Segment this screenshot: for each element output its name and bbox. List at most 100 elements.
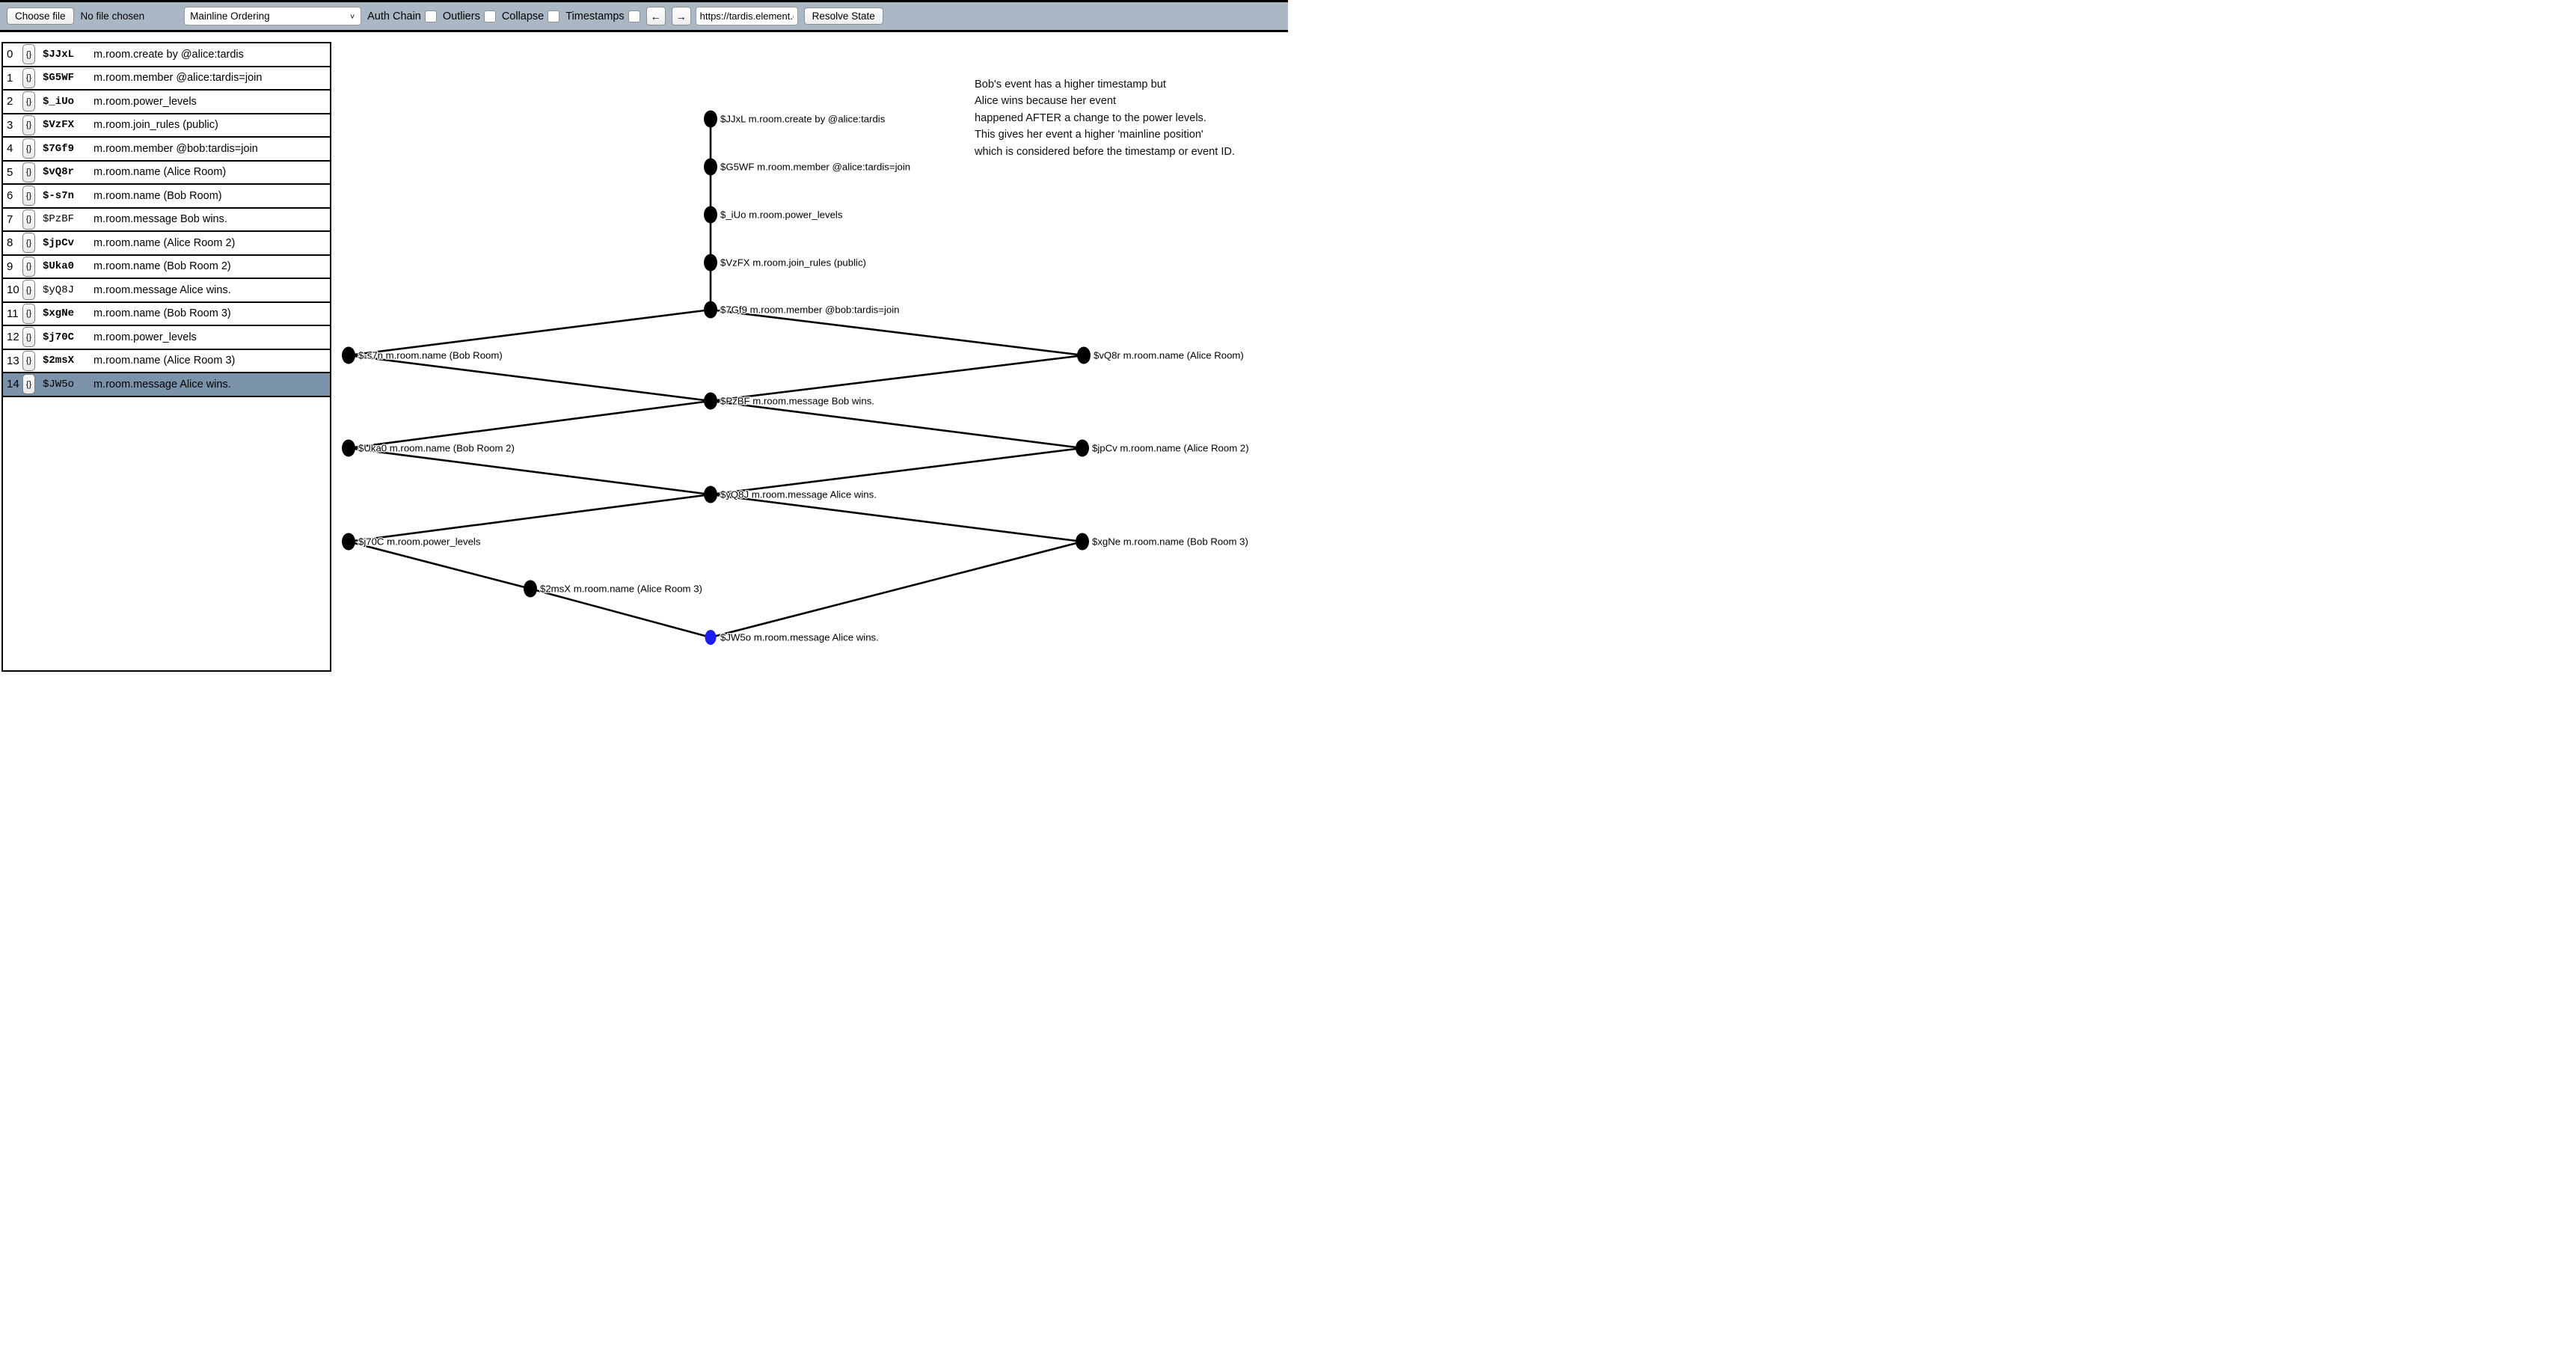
event-index: 11 [7, 307, 19, 320]
json-braces-button[interactable]: {} [22, 350, 35, 371]
outliers-label: Outliers [442, 10, 480, 22]
event-id: $2msX [43, 355, 75, 367]
timestamps-checkbox[interactable] [628, 10, 640, 22]
json-braces-button[interactable]: {} [22, 91, 35, 112]
event-description: m.room.create by @alice:tardis [93, 48, 244, 61]
dag-edge [348, 308, 711, 357]
dag-node[interactable] [524, 580, 537, 598]
event-index: 4 [7, 142, 13, 156]
dag-node[interactable] [1076, 439, 1089, 457]
auth-chain-label: Auth Chain [367, 10, 421, 22]
timestamps-label: Timestamps [565, 10, 625, 22]
collapse-checkbox[interactable] [548, 10, 560, 22]
dag-edge [348, 493, 711, 543]
event-id: $j70C [43, 331, 75, 343]
dag-node[interactable] [1076, 533, 1089, 551]
event-id: $vQ8r [43, 166, 75, 179]
json-braces-button[interactable]: {} [22, 233, 35, 254]
dag-edge [710, 447, 1083, 496]
dag-node[interactable] [704, 301, 717, 319]
json-braces-button[interactable]: {} [22, 209, 35, 230]
event-row[interactable]: 3 {} $VzFX m.room.join_rules (public) [3, 114, 330, 138]
event-row[interactable]: 4 {} $7Gf9 m.room.member @bob:tardis=joi… [3, 138, 330, 162]
dag-node[interactable] [704, 254, 717, 272]
event-row[interactable]: 14 {} $JW5o m.room.message Alice wins. [3, 373, 330, 397]
event-id: $_iUo [43, 95, 75, 108]
dag-edge [348, 540, 531, 590]
event-index: 7 [7, 212, 13, 226]
event-row[interactable]: 8 {} $jpCv m.room.name (Alice Room 2) [3, 232, 330, 256]
event-index: 13 [7, 354, 19, 367]
dag-node[interactable] [1077, 346, 1091, 364]
event-index: 1 [7, 71, 13, 85]
resolve-state-button[interactable]: Resolve State [803, 7, 883, 25]
dag-node[interactable] [704, 392, 717, 410]
json-braces-button[interactable]: {} [22, 374, 35, 395]
json-braces-button[interactable]: {} [22, 186, 35, 206]
annotation-line: which is considered before the timestamp… [975, 145, 1235, 158]
json-braces-button[interactable]: {} [22, 67, 35, 88]
choose-file-button[interactable]: Choose file [7, 7, 74, 25]
event-id: $-s7n [43, 189, 75, 202]
event-index: 6 [7, 189, 13, 203]
file-status-text: No file chosen [80, 10, 145, 22]
dag-edge [710, 399, 1083, 450]
json-braces-button[interactable]: {} [22, 44, 35, 65]
event-row[interactable]: 11 {} $xgNe m.room.name (Bob Room 3) [3, 303, 330, 326]
explanation-annotation: Bob's event has a higher timestamp but A… [975, 76, 1235, 160]
json-braces-button[interactable]: {} [22, 114, 35, 135]
toolbar: Choose file No file chosen Mainline Orde… [0, 2, 1288, 32]
event-row[interactable]: 2 {} $_iUo m.room.power_levels [3, 91, 330, 114]
event-row[interactable]: 9 {} $Uka0 m.room.name (Bob Room 2) [3, 256, 330, 279]
forward-button[interactable]: → [671, 7, 691, 25]
event-row[interactable]: 10 {} $yQ8J m.room.message Alice wins. [3, 279, 330, 303]
dag-node[interactable] [704, 206, 717, 224]
event-description: m.room.name (Alice Room 2) [93, 236, 236, 249]
event-row[interactable]: 12 {} $j70C m.room.power_levels [3, 326, 330, 350]
server-url-input[interactable] [695, 7, 798, 25]
event-id: $7Gf9 [43, 142, 75, 155]
event-index: 9 [7, 260, 13, 273]
back-button[interactable]: ← [645, 7, 666, 25]
dag-node[interactable] [342, 439, 355, 457]
dag-edge [348, 399, 711, 450]
event-row[interactable]: 6 {} $-s7n m.room.name (Bob Room) [3, 185, 330, 209]
json-braces-button[interactable]: {} [22, 256, 35, 277]
dag-node[interactable] [704, 158, 717, 176]
auth-chain-checkbox[interactable] [424, 10, 437, 22]
dag-node-label: $Uka0 m.room.name (Bob Room 2) [358, 443, 515, 454]
event-row[interactable]: 1 {} $G5WF m.room.member @alice:tardis=j… [3, 67, 330, 91]
json-braces-button[interactable]: {} [22, 138, 35, 159]
dag-node[interactable] [704, 110, 717, 128]
dag-node[interactable] [342, 533, 355, 551]
json-braces-button[interactable]: {} [22, 327, 35, 348]
event-id: $JW5o [43, 378, 75, 390]
event-row[interactable]: 7 {} $PzBF m.room.message Bob wins. [3, 209, 330, 232]
event-id: $PzBF [43, 213, 75, 226]
ordering-select[interactable]: Mainline Ordering ∨ [184, 7, 362, 25]
json-braces-button[interactable]: {} [22, 303, 35, 324]
annotation-line: Bob's event has a higher timestamp but [975, 79, 1166, 91]
dag-node[interactable] [704, 485, 717, 503]
event-row[interactable]: 5 {} $vQ8r m.room.name (Alice Room) [3, 162, 330, 185]
dag-node[interactable] [705, 630, 717, 645]
event-index: 10 [7, 284, 19, 297]
event-row[interactable]: 0 {} $JJxL m.room.create by @alice:tardi… [3, 43, 330, 67]
json-braces-button[interactable]: {} [22, 280, 35, 301]
event-description: m.room.join_rules (public) [93, 119, 218, 132]
dag-node-label: $2msX m.room.name (Alice Room 3) [540, 583, 702, 595]
annotation-line: happened AFTER a change to the power lev… [975, 111, 1206, 124]
json-braces-button[interactable]: {} [22, 162, 35, 183]
dag-edge [710, 540, 1083, 639]
outliers-checkbox[interactable] [483, 10, 496, 22]
dag-node-label: $j70C m.room.power_levels [358, 536, 481, 548]
event-row[interactable]: 13 {} $2msX m.room.name (Alice Room 3) [3, 350, 330, 373]
dag-node-label: $vQ8r m.room.name (Alice Room) [1094, 350, 1244, 361]
event-id: $Uka0 [43, 260, 75, 273]
event-id: $yQ8J [43, 284, 75, 296]
dag-edge [348, 354, 711, 402]
event-index: 14 [7, 378, 19, 391]
dag-edge [530, 587, 711, 639]
event-description: m.room.name (Bob Room 2) [93, 260, 231, 273]
dag-node[interactable] [342, 346, 355, 364]
